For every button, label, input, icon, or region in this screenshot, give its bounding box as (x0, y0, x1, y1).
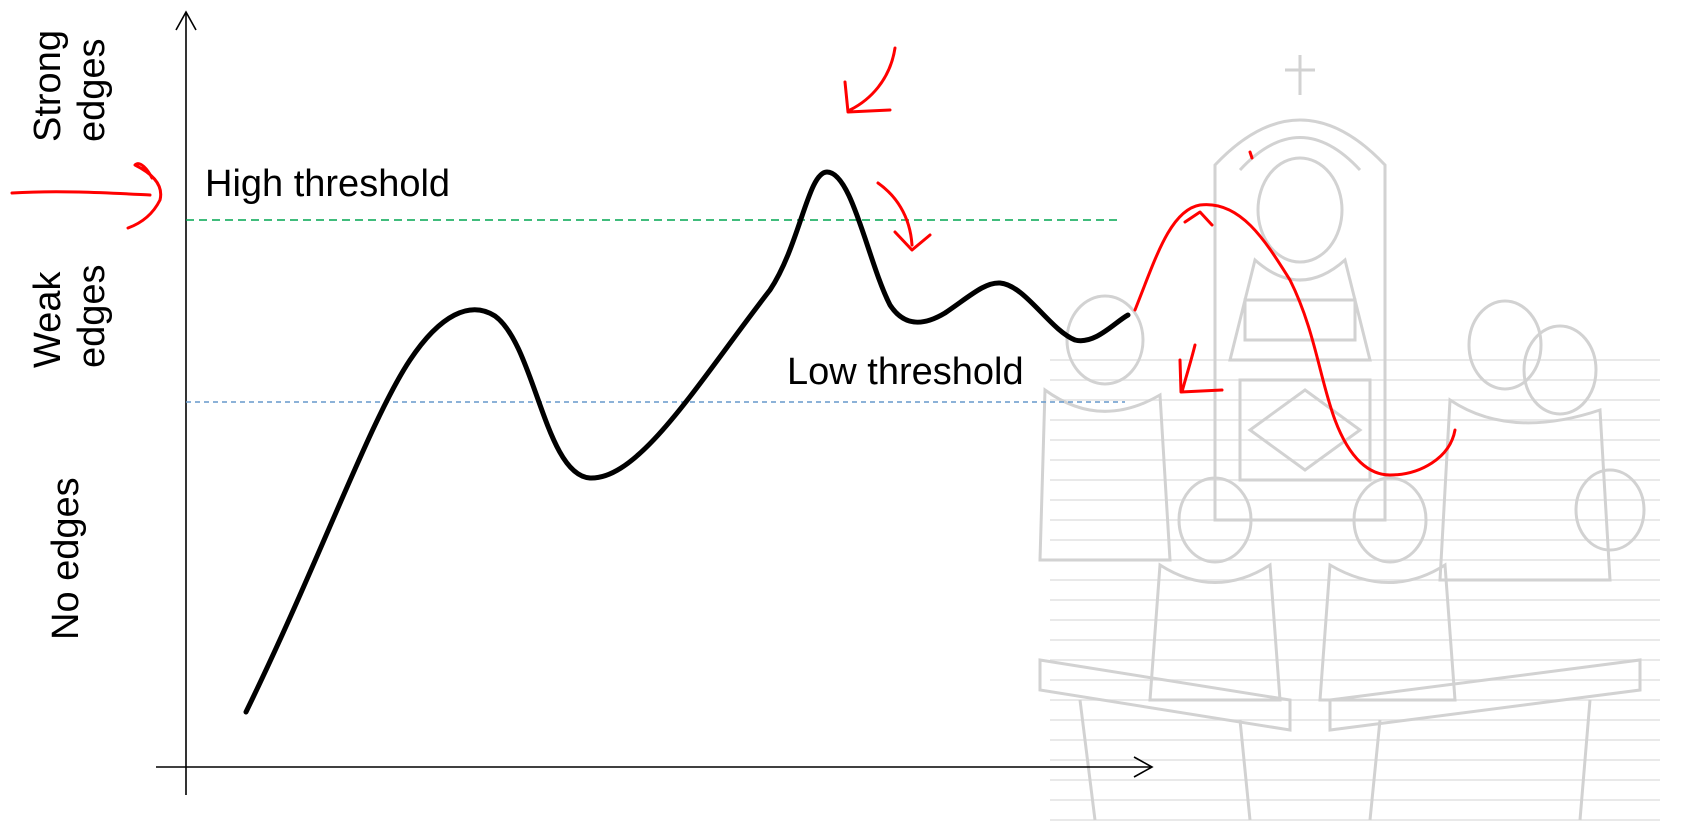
annotation-loop-arrow-icon (1133, 150, 1457, 477)
strong-edges-label: Strong edges (27, 30, 113, 142)
high-threshold-label: High threshold (205, 163, 450, 205)
x-axis-arrowhead-icon (1133, 756, 1154, 778)
axes (156, 10, 1154, 795)
strong-edges-line2: edges (71, 38, 113, 142)
annotation-arrow-top-icon (843, 46, 897, 114)
weak-edges-line1: Weak (27, 271, 69, 368)
weak-edges-line2: edges (71, 264, 113, 368)
weak-edges-label: Weak edges (27, 264, 113, 368)
strong-edges-line1: Strong (27, 30, 69, 142)
low-threshold-label: Low threshold (787, 351, 1024, 393)
handwritten-annotations (10, 46, 1457, 477)
annotation-arrow-peak-icon (876, 181, 932, 252)
annotation-arrow-low-icon (1178, 343, 1224, 394)
signal-curve (243, 169, 1131, 715)
annotation-arrow-left-icon (10, 162, 163, 230)
y-axis-arrowhead-icon (175, 10, 197, 31)
no-edges-label: No edges (45, 477, 87, 640)
no-edges-text: No edges (45, 477, 87, 640)
university-seal-watermark (1038, 55, 1660, 821)
